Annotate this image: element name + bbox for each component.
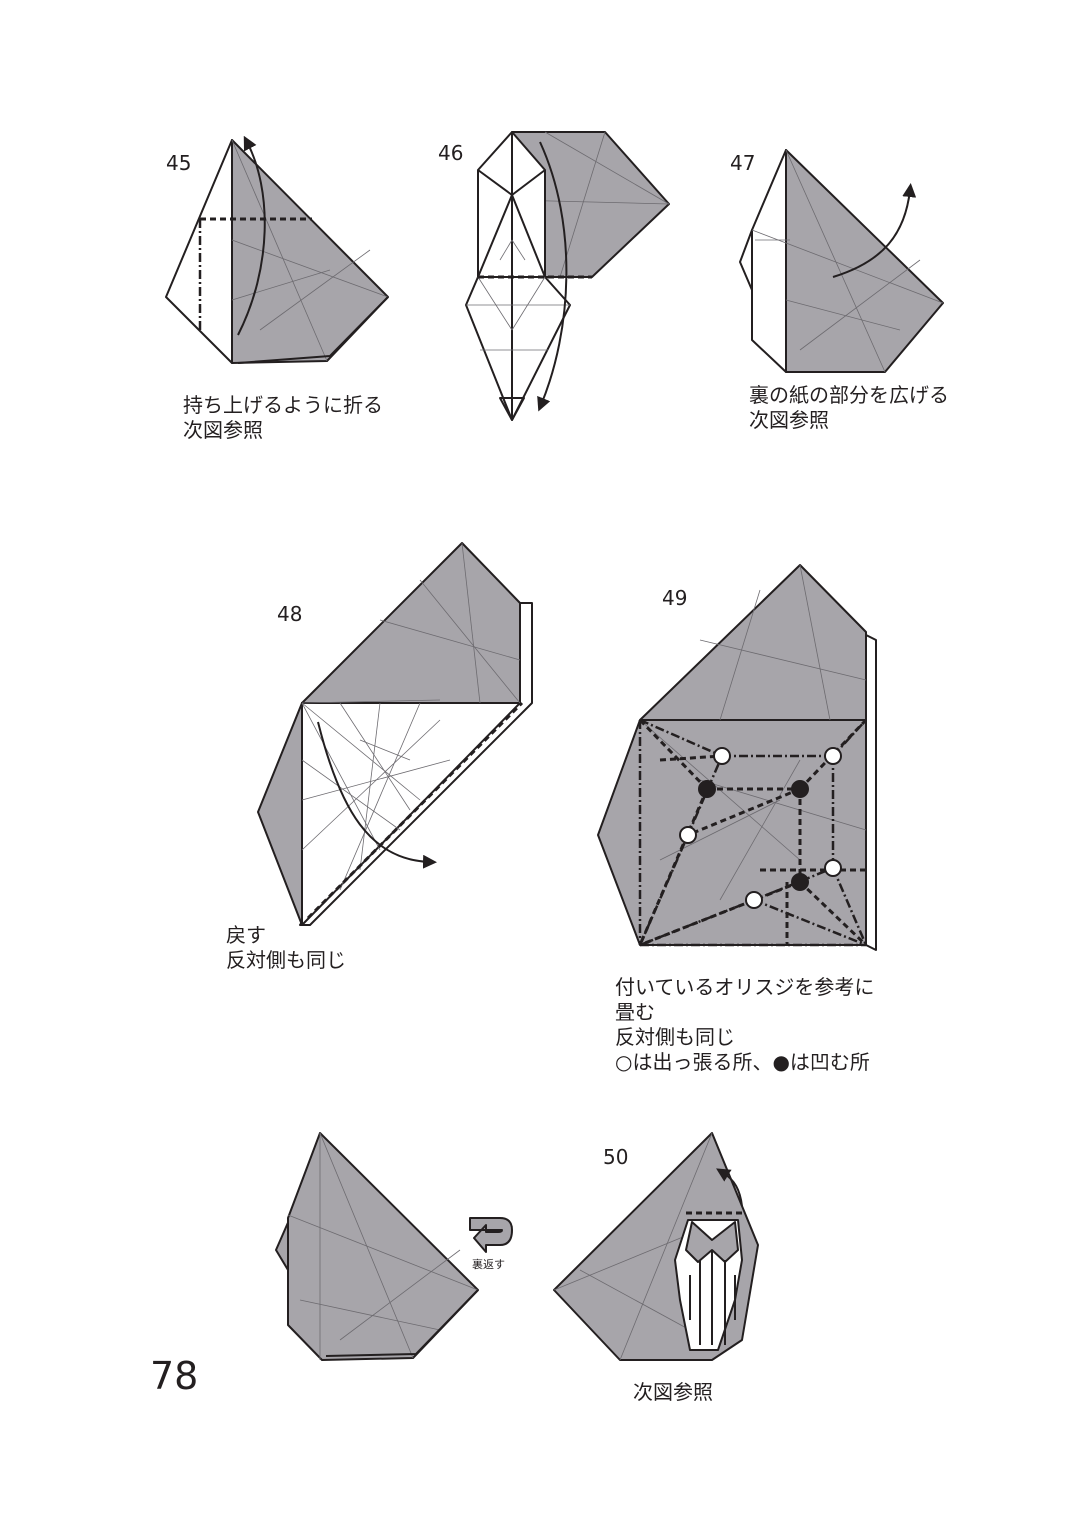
caption-line: 反対側も同じ [615,1025,735,1049]
turn-over-icon [469,1217,513,1253]
caption-line: 戻す [226,923,266,947]
step-50-diagram [553,1132,759,1361]
step-50-caption: 次図参照 [633,1380,713,1405]
step-48-caption: 戻す 反対側も同じ [226,923,346,973]
caption-line: 次図参照 [183,418,263,442]
caption-line: 畳む [615,1000,655,1024]
step-number-50: 50 [603,1145,629,1169]
step-48-diagram [257,542,533,926]
step-49-result-diagram [275,1132,479,1361]
step-46-diagram [465,131,670,421]
turn-over-label: 裏返す [472,1258,505,1271]
step-47-caption: 裏の紙の部分を広げる 次図参照 [749,383,949,433]
step-49-caption: 付いているオリスジを参考に 畳む 反対側も同じ ○は出っ張る所、●は凹む所 [615,975,874,1075]
caption-line: 次図参照 [749,408,829,432]
step-number-48: 48 [277,602,303,626]
step-45-diagram [165,135,389,364]
step-49-diagram [597,564,877,951]
step-number-46: 46 [438,141,464,165]
step-number-47: 47 [730,151,756,175]
caption-line: ○は出っ張る所、●は凹む所 [615,1050,870,1074]
step-47-diagram [739,149,944,373]
caption-line: 持ち上げるように折る [183,393,383,417]
step-number-45: 45 [166,151,192,175]
caption-line: 反対側も同じ [226,948,346,972]
step-45-caption: 持ち上げるように折る 次図参照 [183,393,383,443]
step-number-49: 49 [662,586,688,610]
page-number: 78 [150,1354,199,1398]
caption-line: 裏の紙の部分を広げる [749,383,949,407]
caption-line: 次図参照 [633,1380,713,1404]
caption-line: 付いているオリスジを参考に [615,975,875,999]
